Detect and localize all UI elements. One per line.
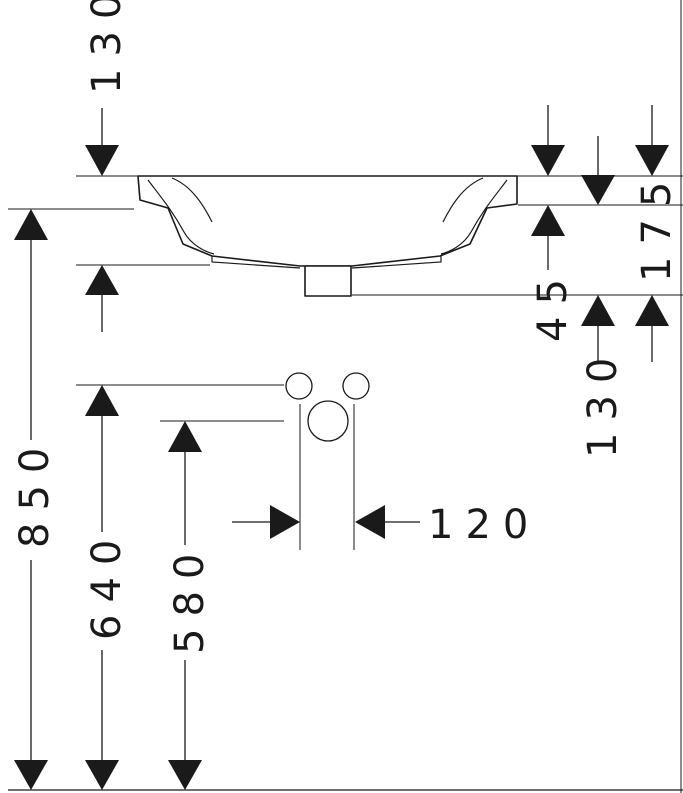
dimension-basin-height: 175 <box>634 105 680 362</box>
waste-pipe-circle <box>307 400 349 442</box>
dimension-supply-spacing: 120 <box>232 502 540 548</box>
dimension-outlet-offset: 130 <box>580 136 626 458</box>
cold-supply-circle <box>285 372 313 400</box>
dimension-drain-depth: 45 <box>530 105 576 342</box>
dimension-label-supply-spacing: 120 <box>428 502 540 548</box>
dimension-label-drain-depth: 45 <box>530 267 576 342</box>
drain-outlet <box>304 265 352 297</box>
dimension-label-basin-height: 175 <box>634 170 680 282</box>
dimension-rim-clearance: 130 <box>84 0 130 332</box>
dimension-label-outlet-offset: 130 <box>580 346 626 458</box>
dimension-label-rim-clearance: 130 <box>84 0 130 94</box>
hot-supply-circle <box>342 372 370 400</box>
washbasin-profile <box>137 175 518 269</box>
dimension-waste-height: 580 <box>167 421 213 790</box>
dimension-label-waste-height: 580 <box>167 542 213 654</box>
dimension-total-height: 850 <box>12 209 58 790</box>
dimension-label-total-height: 850 <box>12 436 58 548</box>
dimension-label-supply-height: 640 <box>84 528 130 640</box>
dimension-supply-height: 640 <box>84 385 130 790</box>
